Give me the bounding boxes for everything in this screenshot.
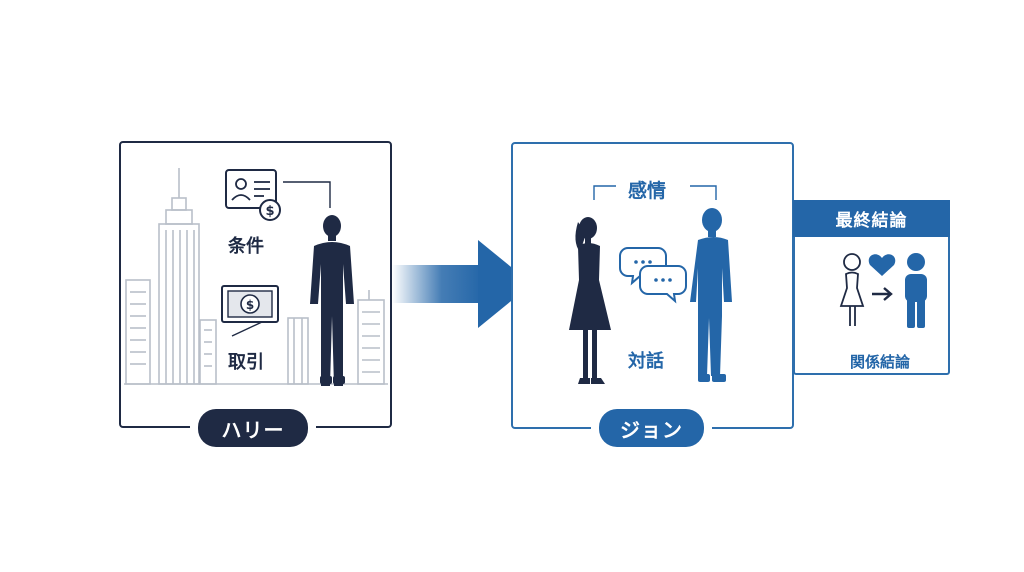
label-relationship-conclusion: 関係結論: [830, 349, 930, 373]
id-card-dollar-icon: $: [225, 169, 281, 221]
conclusion-title: 最終結論: [793, 200, 950, 237]
city-skyline-icon: [124, 168, 388, 385]
svg-text:$: $: [265, 204, 274, 219]
label-deal: 取引: [228, 352, 264, 373]
connector-line: [231, 321, 263, 337]
banknote-icon: $: [221, 285, 279, 323]
emotion-bracket: [593, 185, 616, 200]
heart-icon: [868, 254, 896, 276]
john-name-badge: ジョン: [599, 409, 704, 447]
label-conditions: 条件: [228, 236, 264, 257]
label-dialogue: 対話: [628, 351, 664, 372]
person-icon: [905, 253, 927, 328]
svg-text:$: $: [246, 298, 254, 312]
woman-outline-icon: [839, 253, 865, 326]
connector-line: [283, 181, 331, 208]
harry-name-badge: ハリー: [198, 409, 308, 447]
chat-dots: [634, 260, 672, 282]
flow-arrow-harry-to-john: [392, 240, 532, 328]
label-emotion: 感情: [628, 180, 667, 202]
woman-silhouette-icon: [569, 217, 611, 384]
speech-bubbles-icon: [619, 247, 687, 304]
man-silhouette-icon: [690, 208, 732, 382]
emotion-bracket: [690, 185, 717, 200]
businessman-icon: [310, 215, 354, 386]
arrow-right-icon: [872, 287, 893, 301]
